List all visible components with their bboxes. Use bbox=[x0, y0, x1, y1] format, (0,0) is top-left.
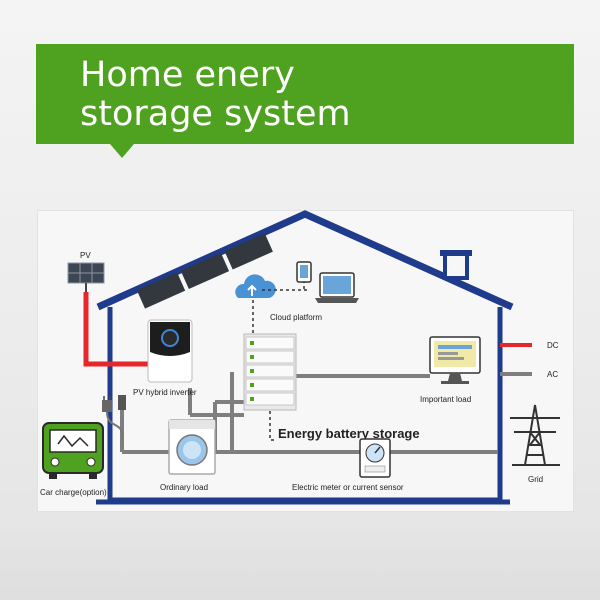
inverter-label: PV hybrid inverter bbox=[133, 388, 197, 397]
laptop-icon bbox=[315, 272, 359, 303]
chimney bbox=[443, 251, 469, 280]
battery-stack-icon bbox=[243, 333, 297, 411]
car-charge-label: Car charge(option) bbox=[40, 488, 107, 497]
title-banner bbox=[36, 44, 574, 144]
ordinary-load-label: Ordinary load bbox=[160, 483, 208, 492]
legend-ac-label: AC bbox=[547, 370, 558, 379]
legend: DC AC bbox=[500, 341, 559, 379]
cloud-icon bbox=[235, 274, 276, 298]
diagram-panel bbox=[37, 210, 574, 512]
grid-label: Grid bbox=[528, 475, 543, 484]
banner-pointer bbox=[110, 144, 134, 158]
title-line-2: storage system bbox=[80, 94, 351, 134]
hybrid-inverter-icon bbox=[147, 319, 193, 383]
roof-solar-panels bbox=[136, 233, 273, 309]
pv-label: PV bbox=[80, 251, 91, 260]
car-icon bbox=[42, 422, 104, 479]
washing-machine-icon bbox=[168, 419, 216, 475]
meter-label: Electric meter or current sensor bbox=[292, 483, 404, 492]
grid-tower-icon bbox=[510, 404, 560, 466]
battery-label: Energy battery storage bbox=[278, 426, 420, 441]
monitor-icon bbox=[429, 336, 481, 384]
meter-icon bbox=[359, 438, 391, 478]
phone-icon bbox=[296, 261, 312, 283]
charger-icon bbox=[102, 395, 126, 441]
title-line-1: Home enery bbox=[80, 55, 295, 95]
dc-line bbox=[83, 292, 148, 367]
battery-link bbox=[269, 411, 275, 441]
floor-shade bbox=[0, 520, 600, 600]
legend-dc-label: DC bbox=[547, 341, 559, 350]
cloud-platform-label: Cloud platform bbox=[270, 313, 322, 322]
pv-panel-icon bbox=[67, 262, 105, 292]
chimney-cap bbox=[440, 250, 472, 256]
important-load-label: Important load bbox=[420, 395, 471, 404]
